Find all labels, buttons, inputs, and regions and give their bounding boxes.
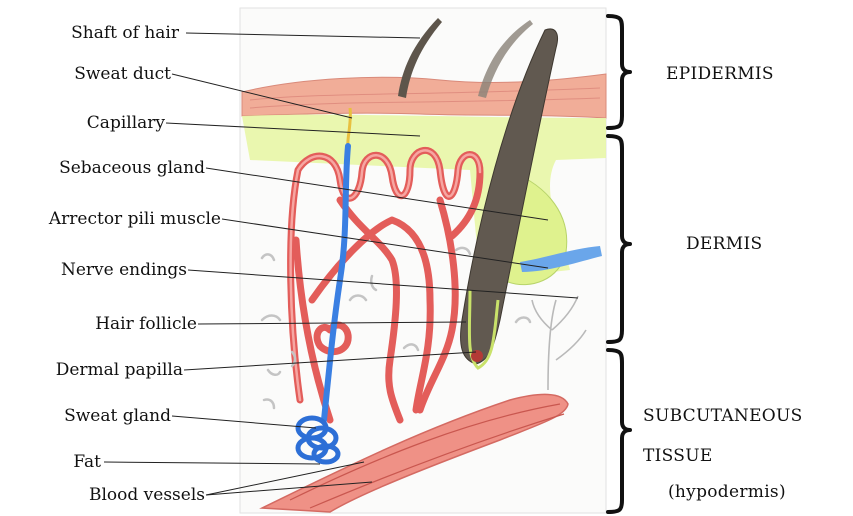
layer-brackets [608,16,630,512]
label-subcutaneous: SUBCUTANEOUS [643,406,803,426]
label-dermis: DERMIS [686,234,762,254]
label-epidermis: EPIDERMIS [666,64,774,84]
label-hypodermis: (hypodermis) [668,482,786,502]
label-tissue: TISSUE [643,446,713,466]
label-arrector-pili-muscle: Arrector pili muscle [49,209,221,229]
label-shaft-of-hair: Shaft of hair [71,23,179,43]
label-sweat-gland: Sweat gland [64,406,171,426]
label-nerve-endings: Nerve endings [61,260,187,280]
label-hair-follicle: Hair follicle [95,314,197,334]
label-dermal-papilla: Dermal papilla [56,360,183,380]
epidermis-bracket [608,16,630,128]
subcutaneous-bracket [608,350,630,512]
label-fat: Fat [73,452,101,472]
label-sweat-duct: Sweat duct [74,64,171,84]
dermis-bracket [608,136,630,342]
label-sebaceous-gland: Sebaceous gland [59,158,205,178]
label-blood-vessels: Blood vessels [89,485,205,505]
label-capillary: Capillary [87,113,165,133]
